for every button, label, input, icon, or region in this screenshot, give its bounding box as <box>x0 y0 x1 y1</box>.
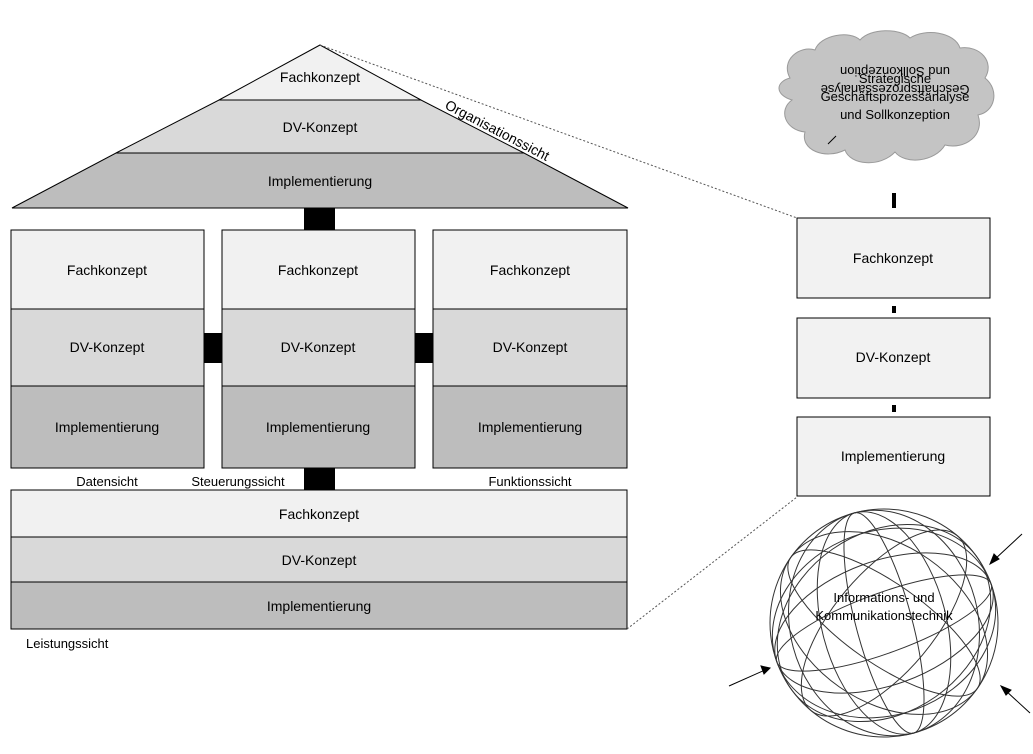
projection-line-top <box>319 44 798 219</box>
right-label-fachkonzept: Fachkonzept <box>853 250 933 266</box>
roof: Fachkonzept DV-Konzept Implementierung O… <box>11 44 629 209</box>
col1-implementierung: Implementierung <box>55 419 159 435</box>
cloud-pointer <box>827 135 837 145</box>
right-label-implementierung: Implementierung <box>841 448 945 464</box>
col2-fachkonzept: Fachkonzept <box>278 262 358 278</box>
connector-right-1 <box>892 306 896 313</box>
base-leistungssicht: Fachkonzept DV-Konzept Implementierung <box>10 489 628 630</box>
connector-col2-col3 <box>415 333 433 363</box>
col1-dv-konzept: DV-Konzept <box>70 339 145 355</box>
roof-layer-implementierung <box>11 152 629 209</box>
globe <box>769 508 999 738</box>
base-dv-konzept: DV-Konzept <box>282 552 357 568</box>
column-steuerungssicht: Fachkonzept DV-Konzept Implementierung <box>221 229 416 469</box>
globe-line-1: Informations- und <box>833 590 934 605</box>
connector-col1-col2 <box>204 333 222 363</box>
col2-dv-konzept: DV-Konzept <box>281 339 356 355</box>
cloud-line-2: Geschäftsprozessanalyse <box>821 89 970 104</box>
connector-roof-column <box>304 208 335 230</box>
caption-datensicht: Datensicht <box>76 474 138 489</box>
col3-dv-konzept: DV-Konzept <box>493 339 568 355</box>
caption-steuerungssicht: Steuerungssicht <box>191 474 285 489</box>
col2-implementierung: Implementierung <box>266 419 370 435</box>
col3-fachkonzept: Fachkonzept <box>490 262 570 278</box>
connector-right-2 <box>892 405 896 412</box>
projection-line-bottom <box>626 496 798 630</box>
roof-label-dv-konzept: DV-Konzept <box>283 119 358 135</box>
cloud-line-3: und Sollkonzeption <box>840 107 950 122</box>
right-box-implementierung <box>796 416 991 497</box>
connector-column-base <box>304 468 335 490</box>
base-implementierung: Implementierung <box>267 598 371 614</box>
cloud-mirror-text-2: Geschäftsprozessanalyse <box>821 82 970 97</box>
roof-label-implementierung: Implementierung <box>268 173 372 189</box>
caption-leistungssicht: Leistungssicht <box>26 636 109 651</box>
base-fachkonzept: Fachkonzept <box>279 506 359 522</box>
globe-line-2: Kommunikationstechnik <box>815 608 953 623</box>
col3-implementierung: Implementierung <box>478 419 582 435</box>
cloud-mirror-text-1: und Sollkonzeption <box>840 64 950 79</box>
right-box-dv-konzept <box>796 317 991 399</box>
caption-funktionssicht: Funktionssicht <box>488 474 571 489</box>
cloud: und Sollkonzeption Geschäftsprozessanaly… <box>778 30 995 164</box>
globe-arrows <box>728 533 1031 714</box>
connector-cloud-box <box>892 193 896 208</box>
column-datensicht: Fachkonzept DV-Konzept Implementierung <box>10 229 205 469</box>
roof-label-fachkonzept: Fachkonzept <box>280 69 360 85</box>
cloud-line-1: Strategische <box>859 71 931 86</box>
right-box-fachkonzept <box>796 217 991 299</box>
col1-fachkonzept: Fachkonzept <box>67 262 147 278</box>
right-label-dv-konzept: DV-Konzept <box>856 349 931 365</box>
column-funktionssicht: Fachkonzept DV-Konzept Implementierung <box>432 229 628 469</box>
cloud-shape <box>778 30 995 164</box>
